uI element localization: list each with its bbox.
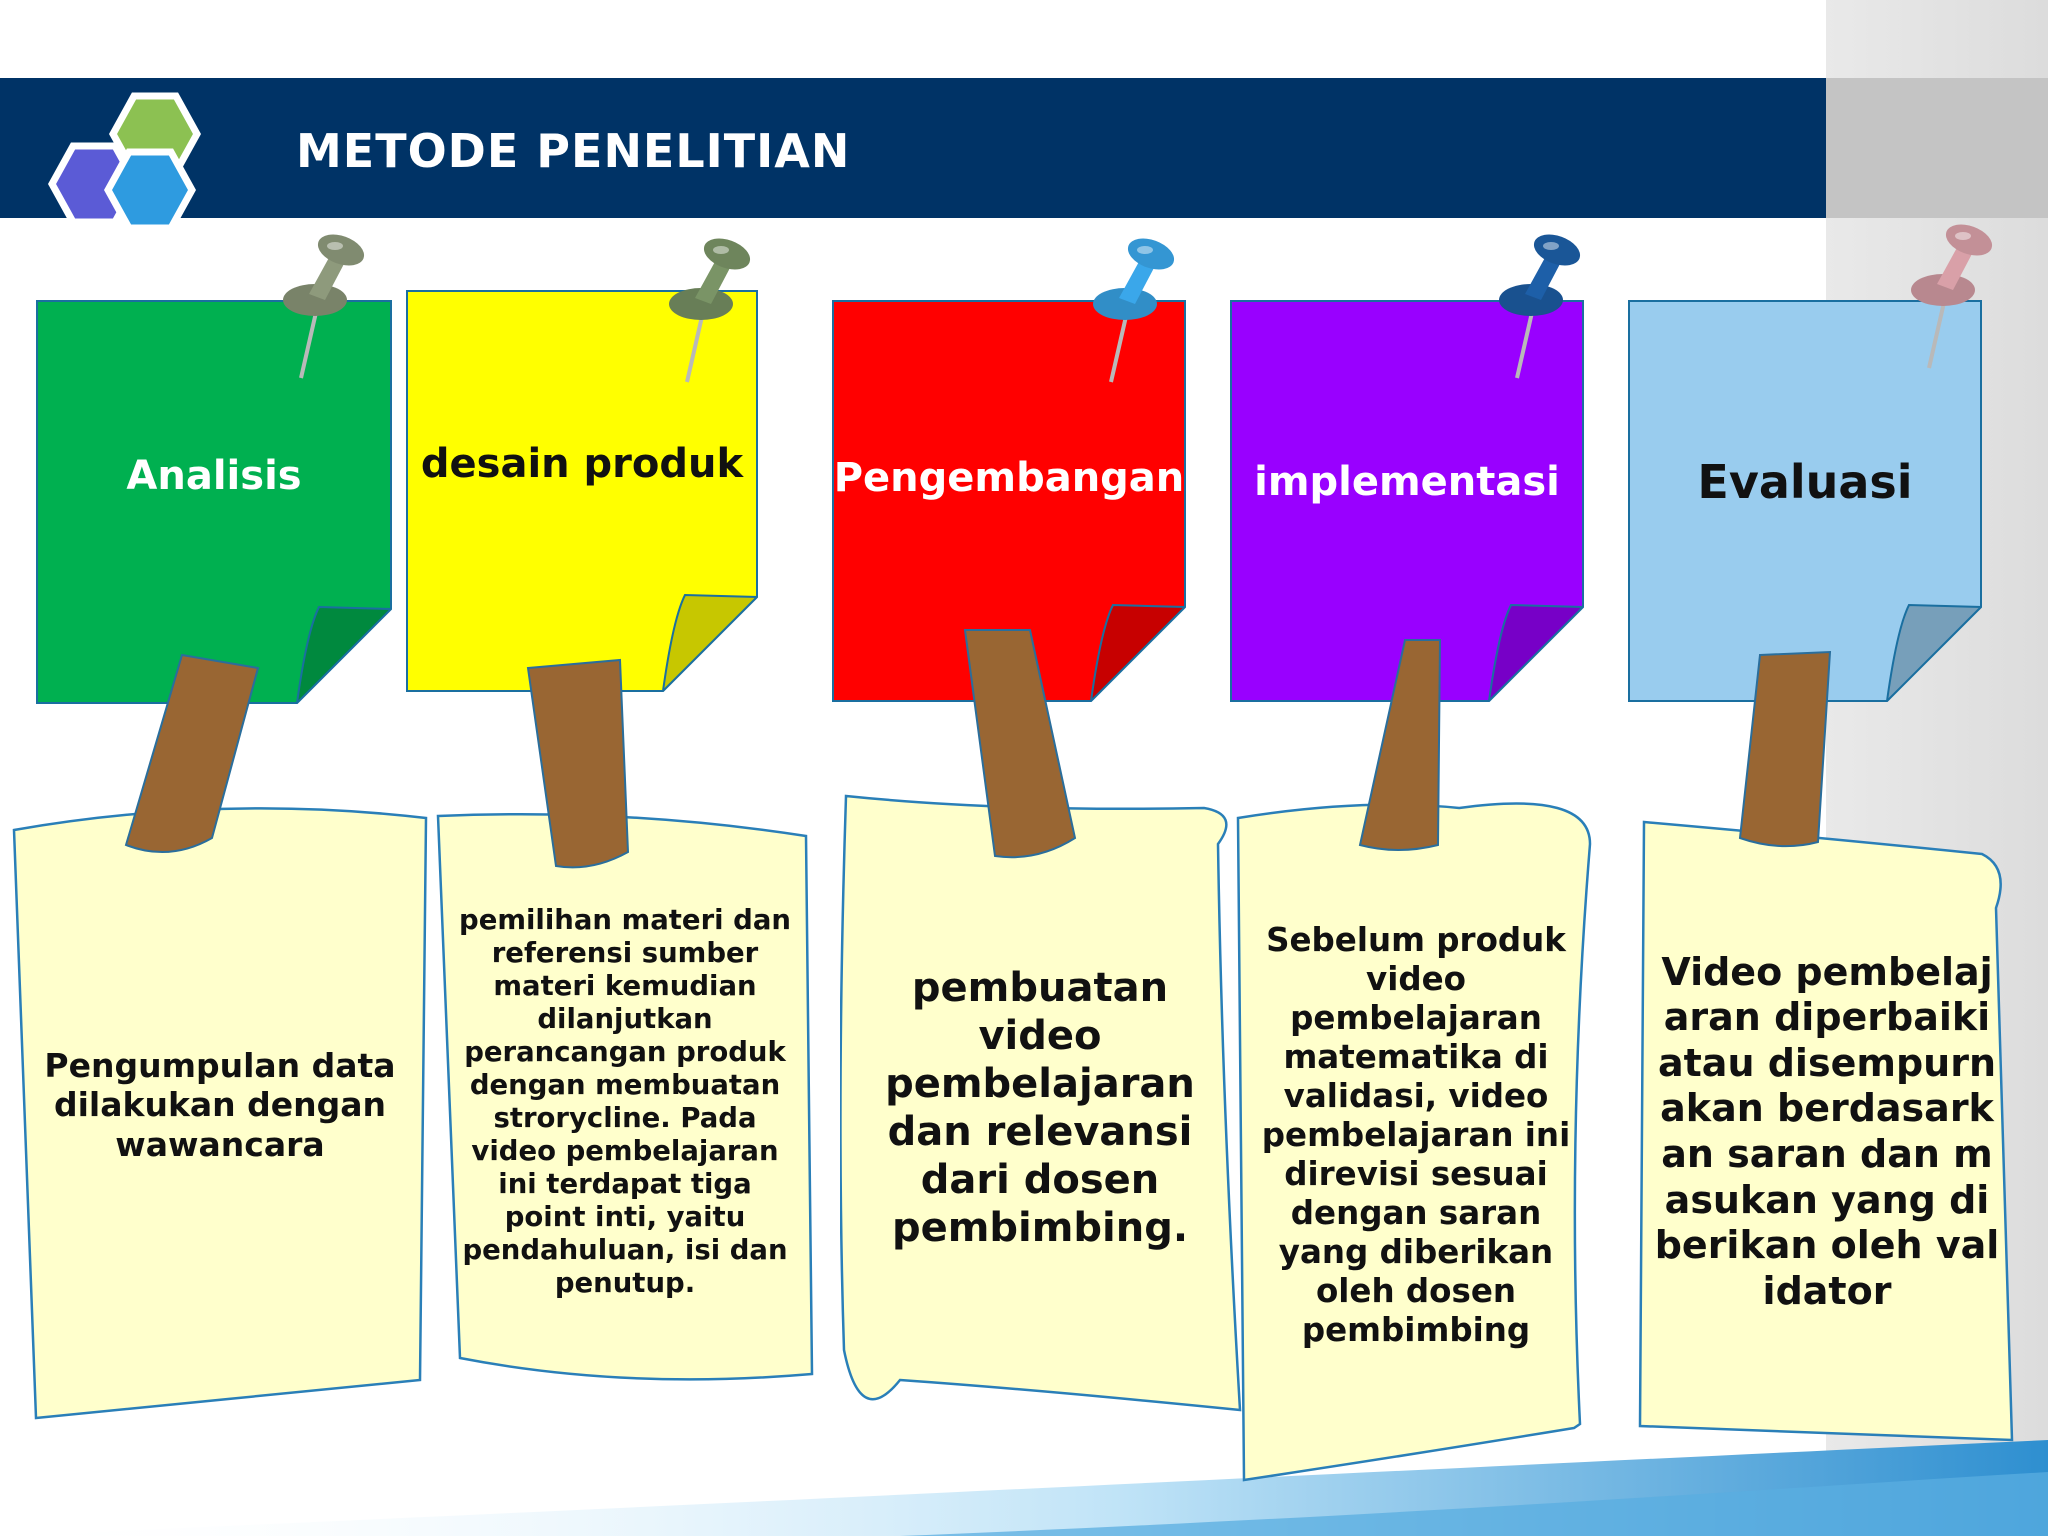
push-pin-icon <box>283 234 365 379</box>
step-label-5: Evaluasi <box>1697 455 1913 509</box>
step-description-3: pembuatan video pembelajaran dan relevan… <box>885 965 1195 1251</box>
bottom-wave <box>0 1440 2048 1536</box>
step-label-2: desain produk <box>420 441 744 487</box>
step-description-1: Pengumpulan data dilakukan dengan wawanc… <box>44 1045 396 1164</box>
step-label-1: Analisis <box>126 453 302 499</box>
hexagon-logo-icon <box>48 92 201 232</box>
page-title: METODE PENELITIAN <box>296 124 851 178</box>
sticky-note-1 <box>36 300 392 704</box>
step-description-4: Sebelum produk video pembelajaran matema… <box>1261 920 1571 1349</box>
push-pin-icon <box>1499 234 1581 379</box>
step-description-2: pemilihan materi dan referensi sumber ma… <box>459 904 791 1299</box>
push-pin-icon <box>1911 224 1993 369</box>
sticky-note-5 <box>1628 300 1982 702</box>
step-label-3: Pengembangan <box>833 455 1185 501</box>
header-gray-block <box>1826 78 2048 218</box>
step-description-5: Video pembelajaran diperbaiki atau disem… <box>1654 949 2000 1313</box>
push-pin-icon <box>1093 238 1175 383</box>
push-pin-icon <box>669 238 751 383</box>
header-bar <box>0 78 1826 218</box>
sticky-note-3 <box>832 300 1186 702</box>
description-paper-5 <box>1638 820 2014 1442</box>
step-label-4: implementasi <box>1254 459 1560 505</box>
description-paper-3 <box>840 794 1242 1412</box>
